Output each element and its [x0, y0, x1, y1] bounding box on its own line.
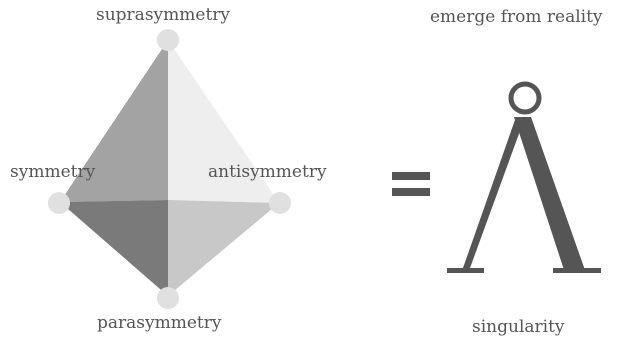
- result-bottom-label: singularity: [472, 317, 565, 337]
- lambda-left-stroke: [463, 117, 524, 268]
- ring-lambda-glyph: [447, 81, 601, 273]
- lambda-left-serif: [447, 268, 484, 273]
- equals-sign: [392, 172, 430, 196]
- vertex-label-suprasymmetry: suprasymmetry: [96, 5, 231, 25]
- lambda-right-stroke: [514, 117, 586, 273]
- vertex-dot-left: [48, 192, 70, 214]
- lambda-right-serif: [553, 268, 601, 273]
- result-top-label: emerge from reality: [430, 7, 603, 27]
- ring: [508, 81, 542, 115]
- vertex-dot-right: [269, 192, 291, 214]
- vertex-dot-top: [157, 29, 179, 51]
- vertex-label-symmetry: symmetry: [10, 162, 96, 182]
- vertex-label-parasymmetry: parasymmetry: [97, 313, 222, 333]
- vertex-dot-bottom: [157, 287, 179, 309]
- face-upper-left: [60, 40, 168, 202]
- face-lower-right: [168, 200, 279, 296]
- vertex-label-antisymmetry: antisymmetry: [208, 162, 327, 182]
- face-upper-right: [168, 40, 279, 203]
- face-lower-left: [60, 200, 168, 296]
